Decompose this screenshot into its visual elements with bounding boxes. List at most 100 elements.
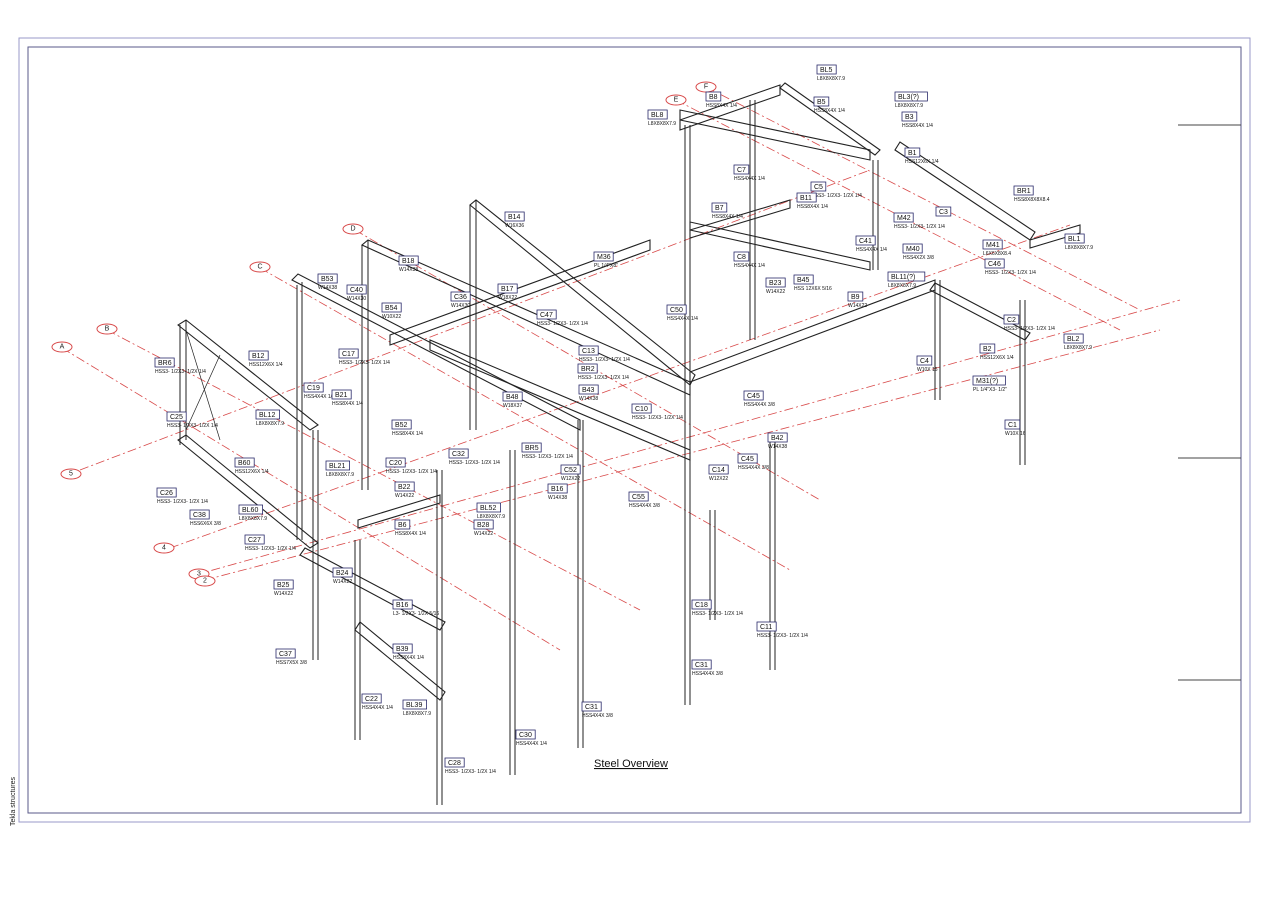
member-tag-id: M31(?) — [976, 378, 998, 385]
member-tag-id: BR2 — [581, 366, 595, 373]
member-tag-box — [394, 519, 411, 530]
member-tag-id: BL3(?) — [898, 94, 919, 101]
member-tag-box — [902, 243, 923, 254]
grid-bubble-D: D — [342, 223, 364, 235]
member-tag-box — [813, 96, 830, 107]
member-tag-box — [647, 109, 668, 120]
member-tag-box — [398, 255, 419, 266]
member-tag-id: B5 — [817, 99, 826, 106]
member-tag-id: B21 — [335, 392, 348, 399]
member-tag-size: HSS4X4X 1/4 — [856, 247, 887, 253]
member-tag-size: HSS3- 1/2X3- 1/2X 1/4 — [449, 460, 500, 466]
member-tag-id: B16 — [396, 602, 409, 609]
member-tag-box — [628, 491, 649, 502]
member-tag-size: HSS3- 1/2X3- 1/2X 1/4 — [757, 633, 808, 639]
member-tag-size: L6X6X8X8.4 — [983, 251, 1011, 257]
member-tag-size: L8X8X8X7.9 — [477, 514, 505, 520]
member-tag-box — [402, 699, 428, 710]
member-tag-id: C32 — [452, 451, 465, 458]
member-tag-size: L8X8X8X7.9 — [817, 76, 845, 82]
member-tag-box — [1004, 419, 1021, 430]
member-tag-size: PL 1/4"X3- 1/2" — [973, 387, 1007, 393]
member-tag-box — [444, 757, 465, 768]
member-tag-id: B1 — [908, 150, 917, 157]
member-tag-size: W10X22 — [382, 314, 401, 320]
member-tag-box — [189, 509, 210, 520]
member-tag-size: HSS8X4X 1/4 — [814, 108, 845, 114]
member-tag-box — [392, 643, 413, 654]
member-tag-id: BR6 — [158, 360, 172, 367]
member-tag-box — [303, 382, 324, 393]
member-tag-box — [916, 355, 933, 366]
grid-bubble-E: E — [665, 94, 687, 106]
member-tag-size: W14X22 — [395, 493, 414, 499]
member-tag-box — [666, 304, 687, 315]
member-tag-size: L8X8X8X7.9 — [403, 711, 431, 717]
member-tag-id: C1 — [1008, 422, 1017, 429]
member-tag-id: C20 — [389, 460, 402, 467]
member-tag-box — [273, 579, 294, 590]
member-tag-box — [255, 409, 281, 420]
member-tag-id: C55 — [632, 494, 645, 501]
member-tag-size: HSS8X4X 1/4 — [395, 531, 426, 537]
member-tag-size: HSS4X4X 1/4 — [362, 705, 393, 711]
member-tag-box — [275, 648, 296, 659]
member-tag-size: HSS4X4X 3/8 — [692, 671, 723, 677]
member-tag-id: M41 — [986, 242, 1000, 249]
member-tag-box — [385, 457, 406, 468]
member-tag-box — [154, 357, 175, 368]
member-tag-size: HSS4X4X 3/8 — [738, 465, 769, 471]
outer-border — [18, 37, 1251, 823]
member-tag-box — [346, 284, 367, 295]
member-tag-id: BL60 — [242, 507, 258, 514]
member-tag-size: W18X22 — [498, 295, 517, 301]
member-tag-size: W14X22 — [274, 591, 293, 597]
member-tag-size: L8X8X8X7.9 — [239, 516, 267, 522]
member-tag-size: L3- 1/2X3- 1/2X 5/16 — [393, 611, 439, 617]
member-tag-box — [935, 206, 952, 217]
member-tag-box — [1064, 233, 1085, 244]
member-tag-id: B22 — [398, 484, 411, 491]
member-tag-size: L8X8X8X7.9 — [1064, 345, 1092, 351]
grid-bubble-2: 2 — [194, 575, 216, 587]
member-tag-box — [392, 599, 413, 610]
grid-bubble-4: 4 — [153, 542, 175, 554]
svg-text:B: B — [105, 326, 110, 333]
member-tag-id: C10 — [635, 406, 648, 413]
member-tag-id: C26 — [160, 490, 173, 497]
member-tag-id: BL2 — [1067, 336, 1080, 343]
member-tag-size: HSS4X2X 3/8 — [903, 255, 934, 261]
member-tag-box — [166, 411, 187, 422]
member-tag-id: M42 — [897, 215, 911, 222]
member-tag-id: B8 — [709, 94, 718, 101]
member-tag-size: HSS3- 1/2X3- 1/2X 1/4 — [579, 357, 630, 363]
member-tag-box — [325, 460, 351, 471]
member-tag-box — [793, 274, 814, 285]
member-tag-box — [767, 432, 788, 443]
member-tag-id: C18 — [695, 602, 708, 609]
member-tag-id: B17 — [501, 286, 514, 293]
member-tag-box — [982, 239, 1003, 250]
member-tag-box — [394, 481, 415, 492]
